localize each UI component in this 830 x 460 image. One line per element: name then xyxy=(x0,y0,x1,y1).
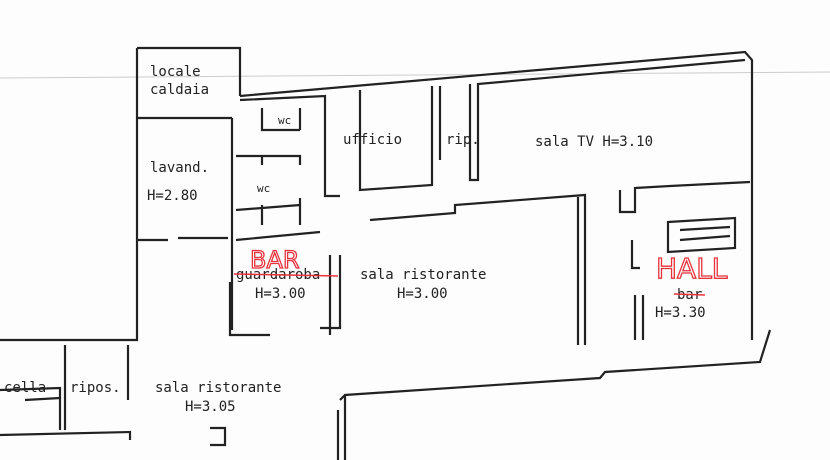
label-sala-ristorante-2-height: H=3.05 xyxy=(185,399,236,415)
handwritten-annotations: BAR HALL xyxy=(249,245,728,285)
annotation-hall: HALL xyxy=(656,252,728,285)
label-caldaia: caldaia xyxy=(150,82,209,98)
label-cella: cella xyxy=(4,380,46,396)
strikethrough xyxy=(673,293,706,296)
label-guardaroba-height: H=3.00 xyxy=(255,286,306,302)
label-wc-top: wc xyxy=(278,114,291,127)
label-sala-ristorante-height: H=3.00 xyxy=(397,286,448,302)
room-labels: locale caldaia wc ufficio rip. sala TV H… xyxy=(4,64,706,415)
scan-line xyxy=(0,71,830,79)
label-lavand: lavand. xyxy=(150,160,209,176)
label-lavand-height: H=2.80 xyxy=(147,188,198,204)
label-wc-mid: wc xyxy=(257,182,270,195)
label-ripos: ripos. xyxy=(70,380,121,396)
walls xyxy=(0,46,772,460)
label-sala-ristorante: sala ristorante xyxy=(360,267,486,283)
annotation-bar: BAR xyxy=(250,246,300,274)
label-ufficio: ufficio xyxy=(343,132,402,148)
strikethrough xyxy=(233,273,339,277)
label-locale: locale xyxy=(150,64,201,80)
label-sala-tv: sala TV H=3.10 xyxy=(535,134,653,150)
label-rip: rip. xyxy=(446,132,480,148)
label-bar-height: H=3.30 xyxy=(655,305,706,321)
label-sala-ristorante-2: sala ristorante xyxy=(155,380,281,396)
